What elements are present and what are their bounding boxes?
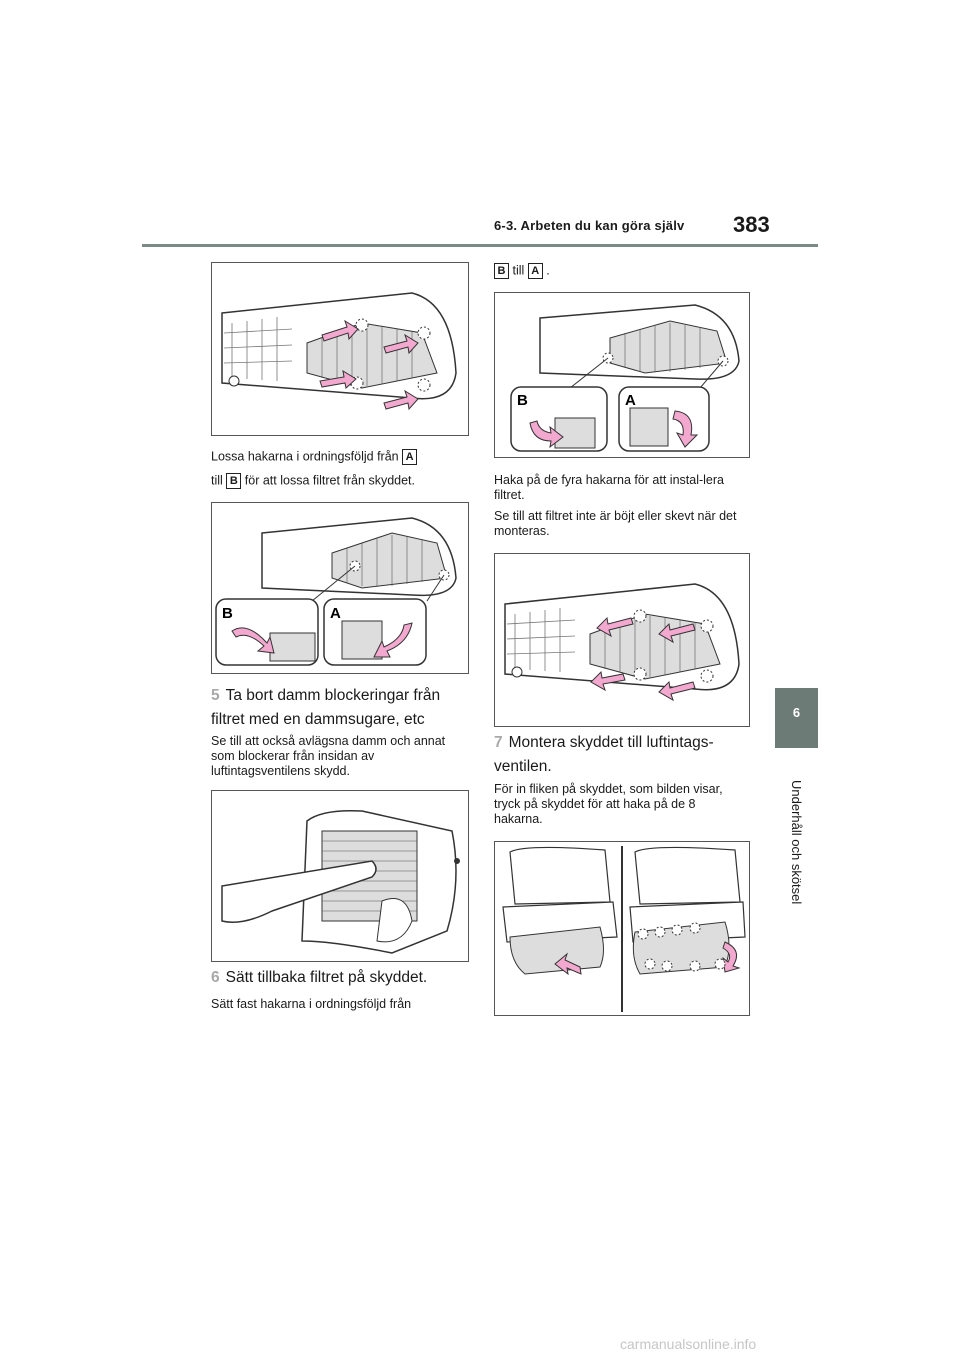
label-b-box-2: B xyxy=(494,263,509,279)
step-6-text: Sätt tillbaka filtret på skyddet. xyxy=(225,969,428,986)
figure-label-b-2: B xyxy=(517,392,528,409)
release-text-end: för att lossa filtret från skyddet. xyxy=(244,473,415,488)
figure-label-b: B xyxy=(222,605,233,622)
chapter-tab: 6 xyxy=(775,688,818,748)
chapter-label: Underhåll och skötsel xyxy=(782,780,810,920)
illustration-install-cover-seat xyxy=(494,841,750,1016)
step-7-note: För in fliken på skyddet, som bilden vis… xyxy=(494,782,723,826)
release-text-start: Lossa hakarna i ordningsföljd från xyxy=(211,449,399,464)
step-5-text: Ta bort damm blockeringar från filtret m… xyxy=(211,687,441,728)
label-a-box-2: A xyxy=(527,263,543,279)
illustration-attach-cover xyxy=(494,553,750,727)
figure-label-a-2: A xyxy=(625,392,636,409)
step-6: 6 Sätt tillbaka filtret på skyddet. xyxy=(211,966,473,990)
label-a-box: A xyxy=(402,449,418,465)
section-title: 6-3. Arbeten du kan göra själv xyxy=(494,218,685,233)
illustration-install-hooks: B A xyxy=(494,292,750,458)
paragraph-release-order: Lossa hakarna i ordningsföljd från A xyxy=(211,449,471,465)
step-6-note: Sätt fast hakarna i ordningsföljd från xyxy=(211,997,412,1011)
page-number: 383 xyxy=(733,212,770,237)
install-note-1: Haka på de fyra hakarna för att instal-l… xyxy=(494,473,724,502)
header-divider xyxy=(142,244,818,247)
chapter-label-text: Underhåll och skötsel xyxy=(789,780,804,905)
step-7-text: Montera skyddet till luftintags-ventilen… xyxy=(494,734,714,775)
period-text: . xyxy=(546,263,550,278)
illustration-remove-filter xyxy=(211,262,469,436)
continued-order: B till A . xyxy=(494,263,744,279)
step-6-number: 6 xyxy=(211,969,220,986)
illustration-vacuum-filter xyxy=(211,790,469,962)
step-7-number: 7 xyxy=(494,734,503,751)
watermark: carmanualsonline.info xyxy=(620,1336,757,1352)
step-5-number: 5 xyxy=(211,687,220,704)
label-b-box: B xyxy=(226,473,242,489)
illustration-hooks-detail: B A xyxy=(211,502,469,674)
step-5-note: Se till att också avlägsna damm och anna… xyxy=(211,734,446,778)
paragraph-release-order-cont: till B för att lossa filtret från skydde… xyxy=(211,473,471,489)
install-note-2: Se till att filtret inte är böjt eller s… xyxy=(494,509,737,538)
till-text: till xyxy=(211,473,223,488)
till-text-2: till xyxy=(512,263,525,278)
figure-label-a: A xyxy=(330,605,341,622)
